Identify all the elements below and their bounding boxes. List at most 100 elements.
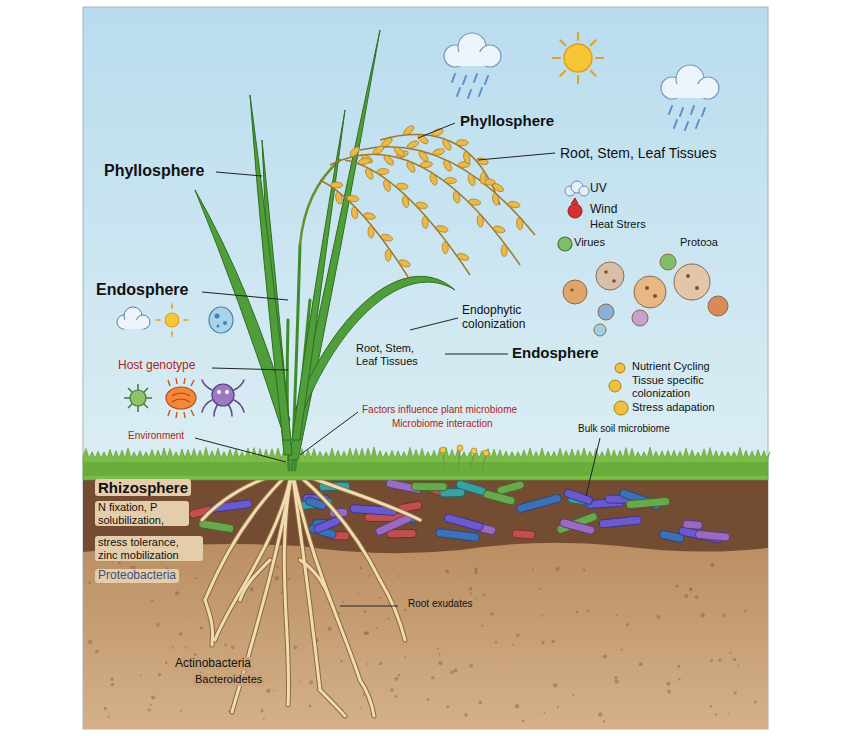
rice-grain <box>396 183 409 190</box>
soil-speck <box>657 615 661 619</box>
panicle-branch <box>380 135 500 205</box>
soil-speck <box>88 640 92 644</box>
bacterium-icon <box>166 378 196 418</box>
soil-speck <box>551 640 554 643</box>
soil-speck <box>532 569 534 571</box>
soil-speck <box>151 600 154 603</box>
soil-speck <box>118 562 121 565</box>
virus-icon <box>558 237 572 251</box>
rice-grain <box>468 198 481 206</box>
soil-speck <box>469 664 473 668</box>
microbe-icon <box>202 380 244 416</box>
sun-icon <box>156 304 188 336</box>
rod-bacterium <box>559 518 595 535</box>
rice-panicle <box>320 124 535 280</box>
soil-speck <box>461 575 463 577</box>
root <box>205 600 213 645</box>
leader-lines <box>195 123 600 606</box>
protozoa-cluster-part <box>570 270 699 298</box>
function-label: Nutrient Cycling <box>632 360 710 373</box>
bacterium-icon-part-part <box>184 412 185 418</box>
rice-grain <box>493 225 506 234</box>
rice-grain <box>476 157 489 166</box>
cell-icon-part <box>215 314 220 319</box>
rod-bacterium <box>695 530 730 541</box>
soil-speck <box>495 641 498 644</box>
grass-flowers-part-part <box>483 450 489 456</box>
soil-speck <box>150 704 152 706</box>
soil-speck <box>360 707 362 709</box>
soil-speck <box>151 696 155 700</box>
soil-speck <box>678 678 680 680</box>
cloud-icon <box>444 33 501 67</box>
rod-bacterium <box>444 513 484 531</box>
soil-speck <box>615 680 619 684</box>
soil-speck <box>398 674 401 677</box>
soil-speck <box>108 716 110 718</box>
weather-icons <box>444 33 728 415</box>
soil-speck <box>179 632 183 636</box>
tissue-label: Root, Stem, Leaf Tissues <box>356 342 432 367</box>
rice-grain <box>415 201 428 209</box>
sun-icon-part-part <box>560 40 565 45</box>
soil-speck <box>194 653 197 656</box>
sun-icon-part <box>165 313 179 327</box>
soil-speck <box>738 665 740 667</box>
rod-bacterium <box>512 530 535 540</box>
soil-speck <box>111 683 114 686</box>
soil-speck <box>104 707 107 710</box>
soil-speck <box>399 575 401 577</box>
region-label: Phyllosphere <box>104 162 204 180</box>
virus-icon-part <box>558 237 572 251</box>
sun-icon-part-part <box>560 71 565 76</box>
root <box>360 680 374 716</box>
region-label: Endosphere <box>512 344 599 361</box>
taxon-label: Proteobacteria <box>95 569 179 583</box>
protozoa-cluster-part-part <box>686 274 690 278</box>
rod-bacterium <box>435 528 479 541</box>
rain-drops-part <box>680 108 683 116</box>
soil-speck <box>379 597 381 599</box>
root <box>292 470 320 690</box>
soil-speck <box>369 575 371 577</box>
rice-grain <box>508 201 521 209</box>
microbe-icon-part <box>225 390 229 394</box>
rice-grain <box>402 124 415 136</box>
rice-grain <box>480 172 487 184</box>
rain-drops-part <box>674 120 677 128</box>
nutrient-icons-part <box>609 380 621 392</box>
soil-speck <box>587 610 589 612</box>
rice-grain <box>331 182 343 188</box>
soil-speck <box>446 705 449 708</box>
soil-speck <box>394 695 397 698</box>
region-label: Phyllosphere <box>460 112 554 129</box>
root <box>320 690 345 716</box>
soil-speck <box>744 610 746 612</box>
rain-drops-part <box>468 90 471 98</box>
microbe-label: Protoɔa <box>680 236 718 249</box>
root-outline <box>284 470 292 705</box>
sun-icon-part-part <box>591 71 596 76</box>
wind-icon <box>568 198 582 218</box>
rod-bacterium <box>626 497 670 509</box>
soil-speck <box>710 705 713 708</box>
leader-lines-part <box>418 123 455 138</box>
grass-flowers-part-part <box>482 455 486 470</box>
soil-speck <box>695 595 699 599</box>
soil-speck <box>275 576 279 580</box>
soil-speck <box>710 659 713 662</box>
rod-bacterium <box>483 490 516 506</box>
sun-icon <box>553 33 603 83</box>
soil-speck <box>379 662 382 665</box>
protozoa-cluster-part-part <box>645 286 649 290</box>
sun-icon-part <box>553 33 603 83</box>
soil-speck <box>188 615 190 617</box>
soil-speck <box>89 581 92 584</box>
soil-speck <box>224 644 226 646</box>
soil-speck <box>575 610 578 613</box>
soil-speck <box>365 631 369 635</box>
soil-speck <box>711 565 714 568</box>
rice-grain <box>377 168 389 174</box>
rice-grain <box>444 177 456 184</box>
soil-speck <box>158 673 161 676</box>
